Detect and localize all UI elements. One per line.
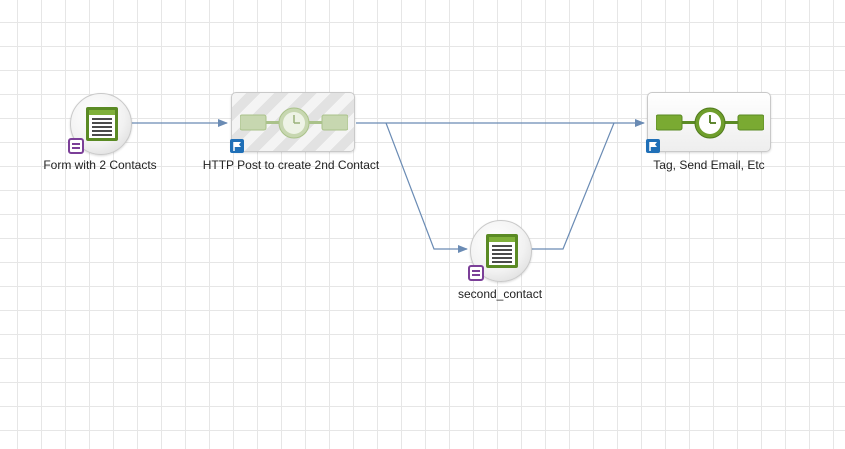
form-icon — [486, 234, 518, 268]
form-icon — [86, 107, 118, 141]
form-badge-icon — [68, 138, 84, 154]
flag-icon — [230, 139, 244, 153]
timer-icon — [656, 107, 764, 139]
node-label-http-post: HTTP Post to create 2nd Contact — [202, 158, 380, 172]
node-label-tag-send-email: Tag, Send Email, Etc — [653, 158, 765, 172]
form-badge-icon — [468, 265, 484, 281]
node-http-post[interactable] — [231, 92, 355, 152]
node-form-with-2-contacts[interactable] — [70, 93, 132, 155]
node-tag-send-email[interactable] — [647, 92, 771, 152]
connector-second-to-tag[interactable] — [531, 122, 615, 250]
node-second-contact[interactable] — [470, 220, 532, 282]
timer-icon — [240, 107, 348, 139]
node-label-second-contact: second_contact — [457, 287, 543, 301]
flag-icon — [646, 139, 660, 153]
connector-http-to-second[interactable] — [385, 122, 468, 253]
node-label-form-with-2-contacts: Form with 2 Contacts — [43, 158, 157, 172]
